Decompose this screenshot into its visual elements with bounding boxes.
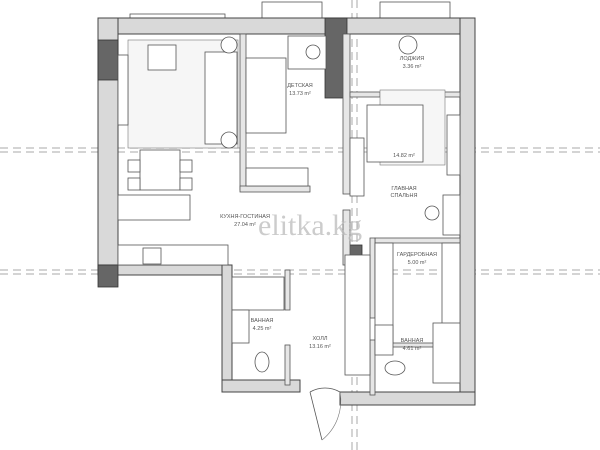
svg-text:КУХНЯ-ГОСТИНАЯ: КУХНЯ-ГОСТИНАЯ [220, 214, 270, 220]
svg-text:ГЛАВНАЯ: ГЛАВНАЯ [391, 186, 416, 192]
svg-text:4.61 m²: 4.61 m² [403, 346, 422, 352]
room-label-loggia: ЛОДЖИЯ 3.36 m² [400, 56, 425, 70]
svg-text:14.82 m²: 14.82 m² [393, 153, 415, 159]
svg-text:27.04 m²: 27.04 m² [234, 222, 256, 228]
svg-text:3.36 m²: 3.36 m² [403, 64, 422, 70]
svg-text:ДЕТСКАЯ: ДЕТСКАЯ [287, 83, 313, 89]
room-label-bath2: ВАННАЯ 4.61 m² [401, 338, 424, 352]
svg-text:ГАРДЕРОБНАЯ: ГАРДЕРОБНАЯ [397, 252, 437, 258]
outer-walls [97, 17, 476, 406]
svg-text:13.73 m²: 13.73 m² [289, 91, 311, 97]
watermark: elitka.kg [258, 209, 362, 242]
svg-text:13.16 m²: 13.16 m² [309, 344, 331, 350]
svg-text:СПАЛЬНЯ: СПАЛЬНЯ [391, 193, 418, 199]
room-label-kids: ДЕТСКАЯ 13.73 m² [287, 83, 313, 97]
room-label-wardrobe: ГАРДЕРОБНАЯ 5.00 m² [397, 252, 437, 266]
room-label-bedroom-area: 14.82 m² [393, 153, 415, 159]
svg-text:ХОЛЛ: ХОЛЛ [313, 336, 328, 342]
svg-text:ВАННАЯ: ВАННАЯ [401, 338, 424, 344]
svg-text:ВАННАЯ: ВАННАЯ [251, 318, 274, 324]
room-label-bath1: ВАННАЯ 4.25 m² [251, 318, 274, 332]
furniture [117, 35, 461, 441]
svg-text:ЛОДЖИЯ: ЛОДЖИЯ [400, 56, 425, 62]
interior-walls [239, 33, 461, 396]
svg-text:4.25 m²: 4.25 m² [253, 326, 272, 332]
svg-text:5.00 m²: 5.00 m² [408, 260, 427, 266]
room-label-kitchen: КУХНЯ-ГОСТИНАЯ 27.04 m² [220, 214, 270, 228]
room-label-bedroom: ГЛАВНАЯ СПАЛЬНЯ [391, 186, 418, 199]
room-label-hall: ХОЛЛ 13.16 m² [309, 336, 331, 350]
windows [129, 1, 451, 21]
